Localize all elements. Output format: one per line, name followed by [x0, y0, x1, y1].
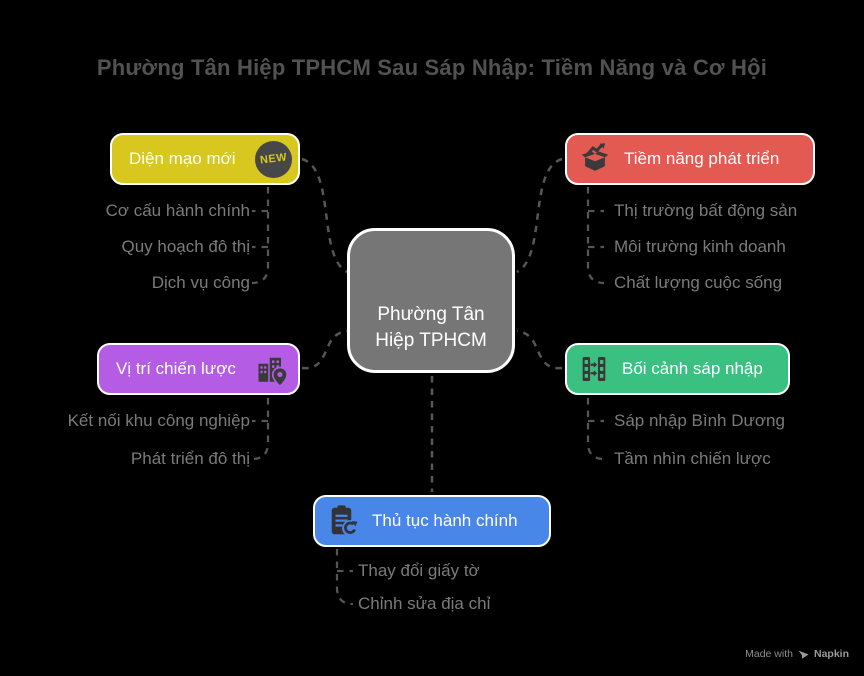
subtopic-item[interactable]: Tầm nhìn chiến lược	[614, 449, 771, 468]
branch-label: Tiềm năng phát triển	[624, 149, 780, 168]
new-badge-text: NEW	[259, 151, 288, 167]
made-with-label: Made with	[745, 648, 793, 660]
branch-node-dien-mao-moi[interactable]: Diện mạo mới NEW	[110, 133, 300, 185]
subtopic-item[interactable]: Kết nối khu công nghiệp	[67, 411, 250, 430]
made-with-napkin-badge[interactable]: Made with Napkin	[745, 648, 849, 660]
napkin-logo-icon	[798, 649, 809, 660]
branch-label: Thủ tục hành chính	[372, 511, 518, 530]
center-node-label: Phường Tân Hiệp TPHCM	[375, 304, 487, 351]
branch-label: Bối cảnh sáp nhập	[622, 359, 763, 378]
clipboard-sync-icon	[324, 502, 362, 540]
diagram-title: Phường Tân Hiệp TPHCM Sau Sáp Nhập: Tiềm…	[96, 55, 768, 80]
branch-label: Vị trí chiến lược	[116, 359, 236, 378]
subtopic-item[interactable]: Thị trường bất động sản	[614, 201, 798, 220]
branch-node-vi-tri-chien-luoc[interactable]: Vị trí chiến lược	[97, 343, 300, 395]
subtopic-item[interactable]: Phát triển đô thị	[130, 449, 250, 468]
center-node[interactable]: Phường Tân Hiệp TPHCM	[347, 228, 515, 373]
branch-node-tiem-nang-phat-trien[interactable]: Tiềm năng phát triển	[565, 133, 815, 185]
subtopic-item[interactable]: Sáp nhập Bình Dương	[614, 411, 785, 430]
subtopic-item[interactable]: Môi trường kinh doanh	[614, 237, 786, 256]
merge-strips-icon	[575, 350, 613, 388]
growth-box-icon	[576, 140, 614, 178]
branch-node-thu-tuc-hanh-chinh[interactable]: Thủ tục hành chính	[313, 495, 551, 547]
subtopic-item[interactable]: Dịch vụ công	[151, 273, 250, 292]
subtopic-item[interactable]: Cơ cấu hành chính	[105, 201, 250, 220]
napkin-brand-label: Napkin	[813, 648, 849, 660]
branch-node-boi-canh-sap-nhap[interactable]: Bối cảnh sáp nhập	[565, 343, 790, 395]
new-badge-icon: NEW	[255, 140, 292, 178]
buildings-location-icon	[253, 350, 291, 388]
subtopic-item[interactable]: Thay đổi giấy tờ	[358, 561, 480, 580]
branch-label: Diện mạo mới	[129, 149, 236, 168]
subtopic-item[interactable]: Chất lượng cuộc sống	[614, 273, 783, 292]
subtopic-item[interactable]: Chỉnh sửa địa chỉ	[358, 594, 491, 613]
subtopic-item[interactable]: Quy hoạch đô thị	[121, 237, 250, 256]
